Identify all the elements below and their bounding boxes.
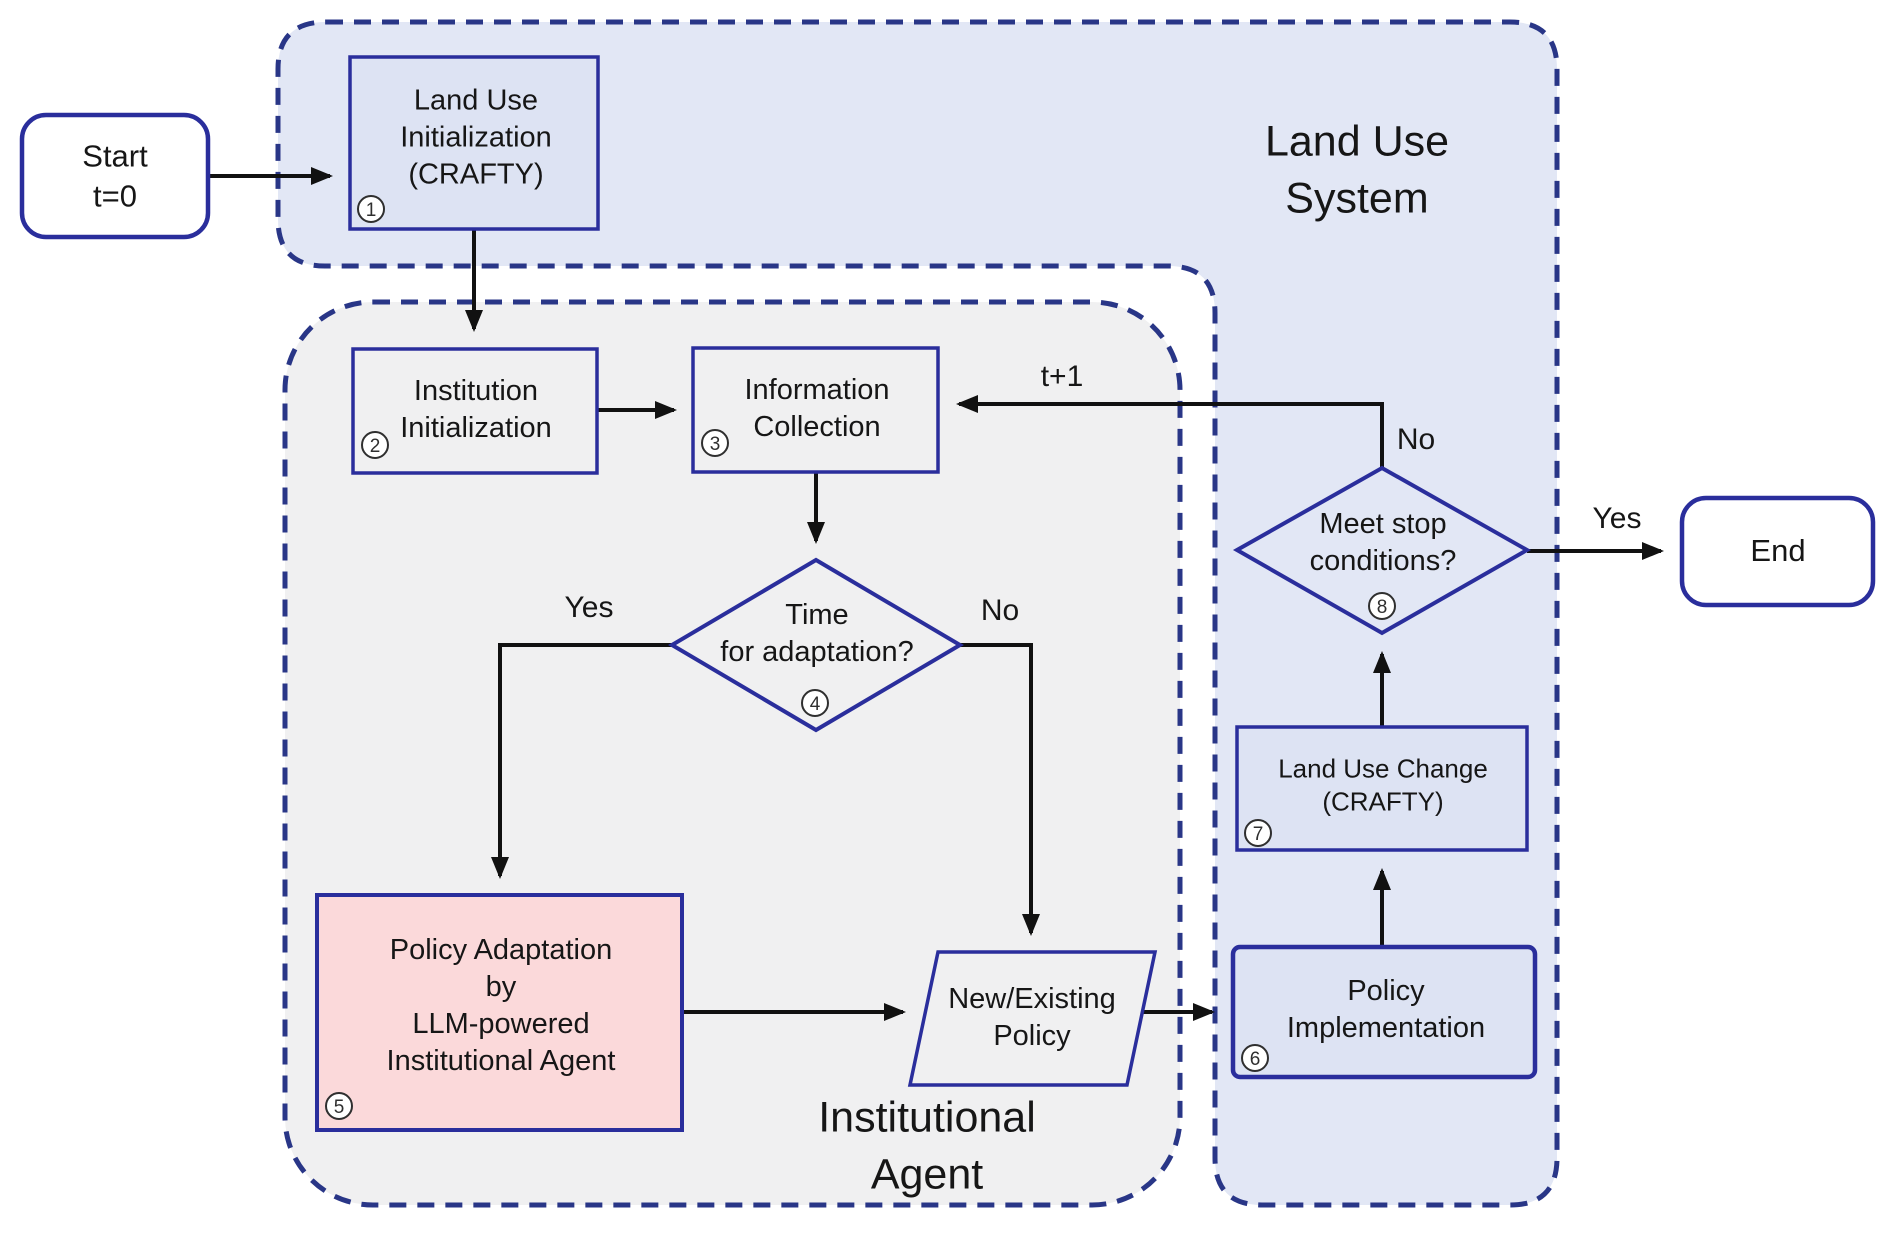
step-7-badge: 7 <box>1244 819 1272 847</box>
start-node-shape <box>19 112 211 240</box>
end-node-shape <box>1679 495 1876 608</box>
step-8-badge: 8 <box>1368 592 1396 620</box>
land-use-initialization-shape <box>348 55 600 231</box>
time-for-adaptation-diamond-shape <box>668 557 964 733</box>
policy-implementation-shape <box>1230 944 1538 1080</box>
information-collection-shape <box>691 346 940 474</box>
step-1-badge: 1 <box>357 195 385 223</box>
arrow-stop-no-feedback <box>956 395 1384 468</box>
land-use-change-shape <box>1235 725 1529 852</box>
meet-stop-conditions-diamond-shape <box>1232 465 1532 636</box>
step-4-badge: 4 <box>801 689 829 717</box>
policy-adaptation-shape <box>315 893 684 1132</box>
new-existing-policy-shape <box>907 950 1158 1087</box>
land-use-system-region <box>275 19 1560 1208</box>
step-3-badge: 3 <box>701 429 729 457</box>
step-5-badge: 5 <box>325 1092 353 1120</box>
step-2-badge: 2 <box>361 431 389 459</box>
institution-initialization-shape <box>351 347 599 475</box>
arrow-adaptation-yes-to-policy-adaptation <box>491 643 672 879</box>
step-6-badge: 6 <box>1241 1044 1269 1072</box>
arrow-adaptation-no-to-policy <box>960 643 1040 936</box>
